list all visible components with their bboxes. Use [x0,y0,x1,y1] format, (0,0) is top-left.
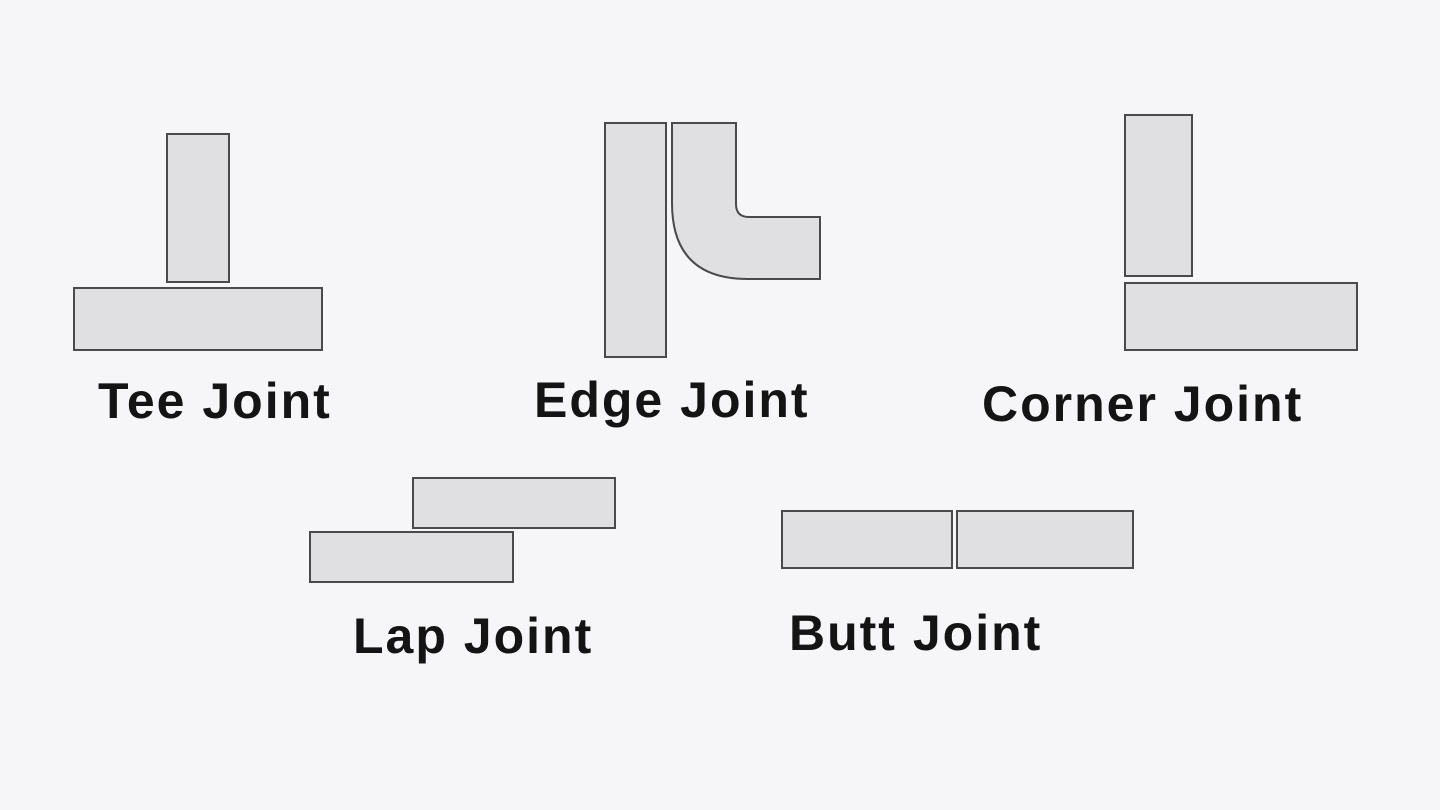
tee-joint-label: Tee Joint [98,373,332,429]
lap-lower-plate [309,531,514,583]
edge-straight-plate [604,122,667,358]
lap-joint-shape [309,477,616,583]
corner-joint-shape [1124,114,1358,351]
tee-horizontal-plate [73,287,323,351]
edge-joint-shape [604,122,821,358]
lap-upper-plate [412,477,616,529]
edge-bent-plate [671,122,821,280]
corner-horizontal-plate [1124,282,1358,351]
corner-vertical-plate [1124,114,1193,277]
lap-joint-label: Lap Joint [353,608,594,664]
butt-joint-label: Butt Joint [789,605,1043,661]
tee-vertical-plate [166,133,230,283]
tee-joint-shape [73,133,323,351]
corner-joint-label: Corner Joint [982,376,1304,432]
butt-left-plate [781,510,953,569]
butt-right-plate [956,510,1134,569]
edge-joint-label: Edge Joint [534,372,810,428]
butt-joint-shape [781,510,1134,569]
